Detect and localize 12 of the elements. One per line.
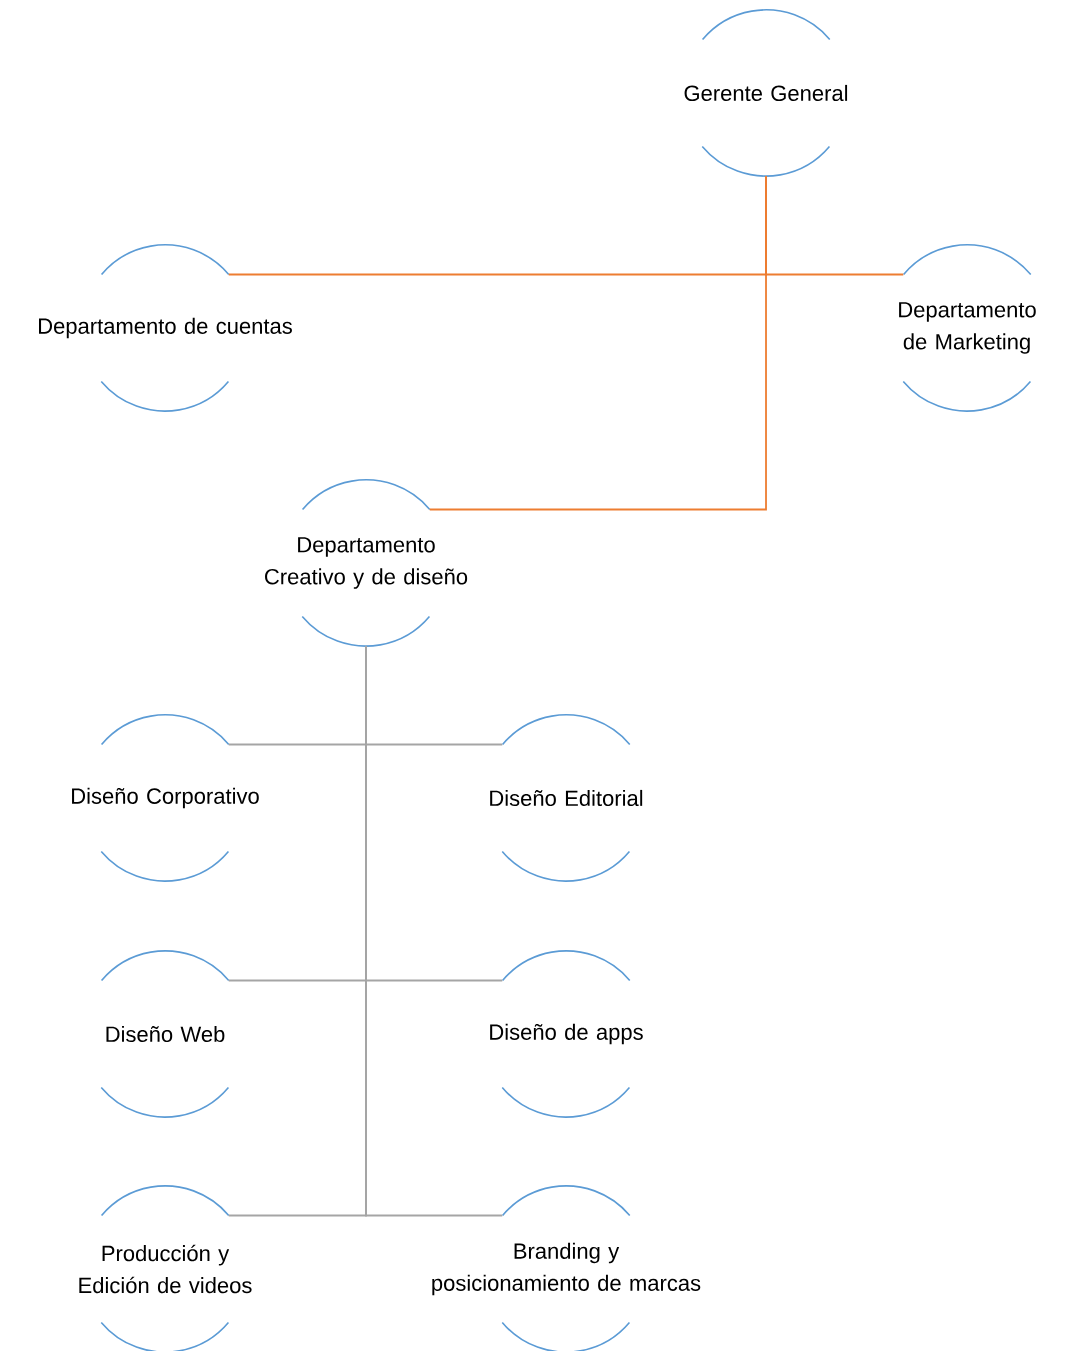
circle-node: Diseño de apps xyxy=(490,950,643,1118)
connector xyxy=(428,175,767,511)
circle-node: Departamento de Marketing xyxy=(899,244,1036,412)
circle-node: Branding y posicionamiento de marcas xyxy=(432,1185,701,1351)
connector xyxy=(365,645,504,1217)
circle-node: Departamento Creativo y de diseño xyxy=(265,479,468,647)
circle-node: Diseño Editorial xyxy=(490,714,643,882)
circle-node: Diseño Corporativo xyxy=(72,714,259,882)
circle-node: Gerente General xyxy=(684,9,848,177)
circle-node: Departamento de cuentas xyxy=(39,244,292,412)
circle-node: Diseño Web xyxy=(100,950,230,1118)
circle-node: Producción y Edición de videos xyxy=(79,1185,252,1351)
